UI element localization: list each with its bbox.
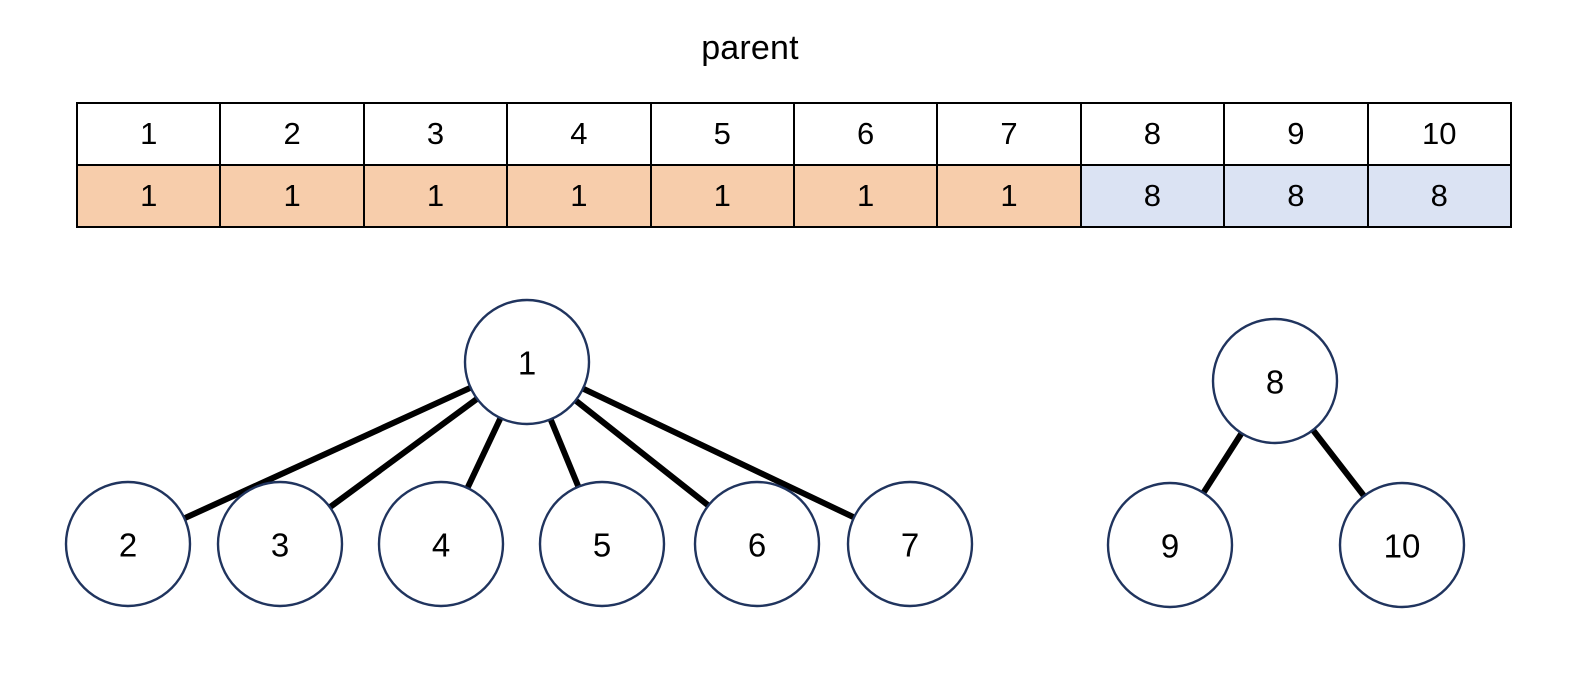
edge-8-9 <box>1200 430 1245 496</box>
node-circle-8 <box>1211 317 1339 445</box>
node-label-1: 1 <box>518 345 536 382</box>
node-circle-5 <box>538 480 666 608</box>
nodes-layer: 1 2 3 4 5 6 7 8 9 10 <box>64 298 1466 609</box>
tree-node-5: 5 <box>538 480 666 608</box>
node-circle-2 <box>64 480 192 608</box>
array-index-cell-6: 6 <box>792 102 939 166</box>
edge-1-3 <box>327 395 480 511</box>
array-value-cell-7: 1 <box>936 164 1082 228</box>
tree-node-9: 9 <box>1106 481 1234 609</box>
node-label-2: 2 <box>119 527 137 564</box>
node-label-9: 9 <box>1161 528 1179 565</box>
array-value-cell-6: 1 <box>792 164 939 228</box>
edge-1-2 <box>182 384 473 522</box>
node-label-7: 7 <box>901 527 919 564</box>
node-label-8: 8 <box>1266 364 1284 401</box>
array-index-cell-10: 10 <box>1366 102 1512 166</box>
array-value-cell-10: 8 <box>1366 164 1512 228</box>
array-value-cell-2: 1 <box>219 164 365 228</box>
tree-node-10: 10 <box>1338 481 1466 609</box>
edges-layer <box>182 384 1368 522</box>
edge-1-5 <box>547 417 582 489</box>
array-value-cell-4: 1 <box>506 164 652 228</box>
tree-node-3: 3 <box>216 480 344 608</box>
tree-node-1: 1 <box>463 298 591 426</box>
node-circle-9 <box>1106 481 1234 609</box>
array-value-cell-1: 1 <box>75 164 222 228</box>
node-label-5: 5 <box>593 527 611 564</box>
edge-1-7 <box>580 385 857 521</box>
array-index-cell-8: 8 <box>1079 102 1226 166</box>
array-index-cell-1: 1 <box>75 102 222 166</box>
node-circle-7 <box>846 480 974 608</box>
disjoint-set-forest: 1 2 3 4 5 6 7 8 9 10 <box>0 250 1572 650</box>
array-value-cell-9: 8 <box>1223 164 1369 228</box>
node-circle-1 <box>463 298 591 426</box>
tree-node-2: 2 <box>64 480 192 608</box>
array-index-cell-4: 4 <box>506 102 652 166</box>
edge-1-6 <box>572 397 712 509</box>
node-label-6: 6 <box>748 527 766 564</box>
node-label-4: 4 <box>432 527 450 564</box>
array-index-cell-2: 2 <box>219 102 365 166</box>
tree-node-8: 8 <box>1211 317 1339 445</box>
node-label-10: 10 <box>1384 528 1421 565</box>
tree-node-6: 6 <box>693 480 821 608</box>
array-index-cell-7: 7 <box>936 102 1082 166</box>
array-value-cell-5: 1 <box>649 164 795 228</box>
edge-1-4 <box>464 415 504 491</box>
node-circle-6 <box>693 480 821 608</box>
tree-node-4: 4 <box>377 480 505 608</box>
page-title: parent <box>701 29 799 67</box>
node-circle-10 <box>1338 481 1466 609</box>
forest-svg: 1 2 3 4 5 6 7 8 9 10 <box>64 298 1466 609</box>
array-index-cell-9: 9 <box>1223 102 1369 166</box>
array-index-cell-5: 5 <box>649 102 795 166</box>
edge-8-10 <box>1309 427 1368 499</box>
tree-node-7: 7 <box>846 480 974 608</box>
node-circle-4 <box>377 480 505 608</box>
node-label-3: 3 <box>271 527 289 564</box>
node-circle-3 <box>216 480 344 608</box>
array-index-cell-3: 3 <box>362 102 509 166</box>
array-value-cell-3: 1 <box>362 164 509 228</box>
array-value-cell-8: 8 <box>1079 164 1226 228</box>
